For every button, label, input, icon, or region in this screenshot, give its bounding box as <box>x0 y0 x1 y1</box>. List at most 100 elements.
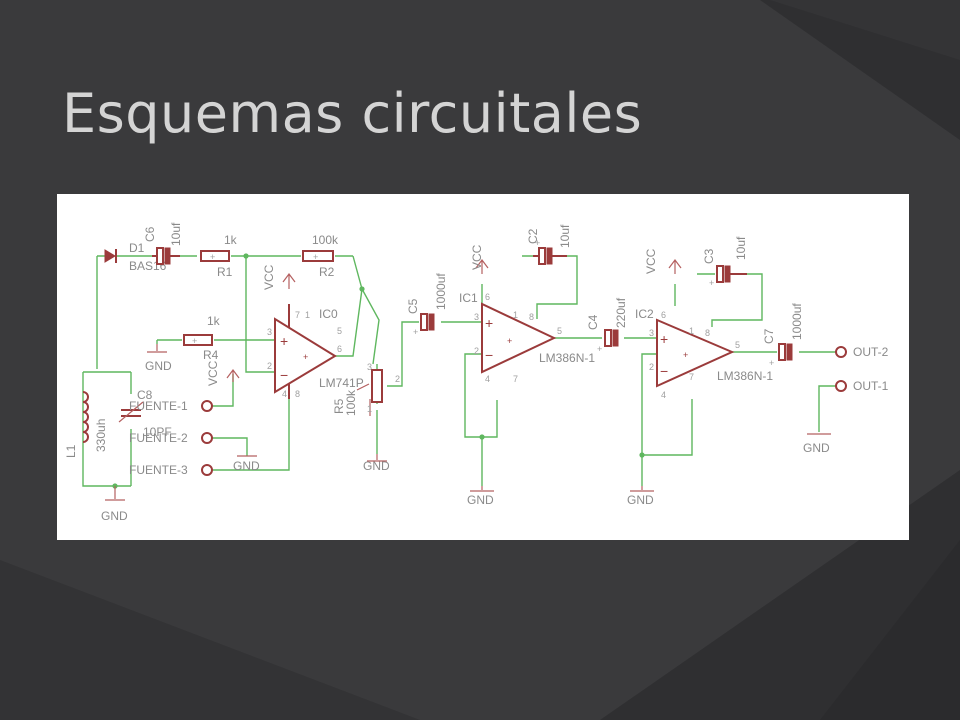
svg-text:LM386N-1: LM386N-1 <box>717 369 773 383</box>
svg-text:1k: 1k <box>224 233 238 247</box>
svg-text:C4: C4 <box>586 314 600 330</box>
svg-text:VCC: VCC <box>262 264 276 290</box>
svg-text:1: 1 <box>305 310 310 320</box>
svg-text:OUT-1: OUT-1 <box>853 379 889 393</box>
svg-text:5: 5 <box>557 326 562 336</box>
svg-text:+: + <box>597 344 602 354</box>
svg-text:R5: R5 <box>332 398 346 414</box>
capacitor-c3: + C3 10uf <box>702 236 748 288</box>
svg-text:GND: GND <box>363 459 390 473</box>
svg-text:2: 2 <box>395 374 400 384</box>
resistor-r4: + 1k R4 <box>183 314 221 362</box>
svg-text:C8: C8 <box>137 388 153 402</box>
svg-text:6: 6 <box>485 292 490 302</box>
svg-text:+: + <box>313 252 318 262</box>
svg-text:C7: C7 <box>762 328 776 344</box>
svg-text:R2: R2 <box>319 265 335 279</box>
connector-fuente-2: FUENTE-2 <box>129 431 213 445</box>
svg-text:1k: 1k <box>207 314 221 328</box>
svg-text:1: 1 <box>367 404 372 414</box>
svg-text:7: 7 <box>689 372 694 382</box>
connector-fuente-1: FUENTE-1 <box>129 399 213 413</box>
wires <box>82 255 837 487</box>
svg-text:+: + <box>683 350 688 360</box>
svg-text:GND: GND <box>467 493 494 507</box>
svg-text:R1: R1 <box>217 265 233 279</box>
gnd-ic2: GND <box>627 486 654 507</box>
svg-text:−: − <box>485 347 493 363</box>
svg-text:1000uf: 1000uf <box>434 273 448 310</box>
svg-text:10uf: 10uf <box>169 222 183 246</box>
gnd-r4: GND <box>145 344 172 373</box>
svg-text:+: + <box>413 327 418 337</box>
svg-text:FUENTE-2: FUENTE-2 <box>129 431 188 445</box>
svg-text:GND: GND <box>627 493 654 507</box>
capacitor-c6: C6 10uf <box>143 222 183 265</box>
svg-text:3: 3 <box>474 312 479 322</box>
svg-text:10PF: 10PF <box>143 425 172 439</box>
svg-text:OUT-2: OUT-2 <box>853 345 889 359</box>
svg-text:FUENTE-3: FUENTE-3 <box>129 463 188 477</box>
svg-text:+: + <box>535 238 540 248</box>
gnd-fuente: GND <box>233 455 260 473</box>
svg-text:8: 8 <box>529 312 534 322</box>
svg-text:L1: L1 <box>64 444 78 458</box>
svg-text:4: 4 <box>485 374 490 384</box>
resistor-r1: + 1k R1 <box>200 233 238 279</box>
capacitor-c4: + C4 220uf <box>586 297 628 354</box>
connector-out-1: OUT-1 <box>835 379 889 393</box>
svg-text:C5: C5 <box>406 298 420 314</box>
svg-text:C6: C6 <box>143 226 157 242</box>
svg-text:+: + <box>709 278 714 288</box>
connector-fuente-3: FUENTE-3 <box>129 463 213 477</box>
svg-text:GND: GND <box>233 459 260 473</box>
resistor-r2: + 100k R2 <box>302 233 339 279</box>
svg-text:+: + <box>210 252 215 262</box>
svg-text:3: 3 <box>367 362 372 372</box>
svg-text:3: 3 <box>649 328 654 338</box>
gnd-r5: GND <box>363 454 390 473</box>
opamp-ic1: + − + IC1 LM386N-1 3 2 4 6 1 8 5 7 <box>459 291 595 384</box>
svg-text:8: 8 <box>295 389 300 399</box>
svg-text:8: 8 <box>705 328 710 338</box>
svg-text:6: 6 <box>661 310 666 320</box>
svg-text:GND: GND <box>101 509 128 523</box>
svg-text:100k: 100k <box>344 389 358 416</box>
svg-text:6: 6 <box>337 344 342 354</box>
capacitor-c8: C8 10PF <box>118 388 172 439</box>
svg-text:LM741P: LM741P <box>319 376 364 390</box>
gnd-out: GND <box>803 433 831 455</box>
svg-text:+: + <box>507 336 512 346</box>
svg-text:IC2: IC2 <box>635 307 654 321</box>
svg-text:+: + <box>485 315 493 331</box>
svg-text:VCC: VCC <box>470 244 484 270</box>
svg-text:VCC: VCC <box>644 248 658 274</box>
svg-text:GND: GND <box>803 441 830 455</box>
svg-text:10uf: 10uf <box>734 236 748 260</box>
svg-text:2: 2 <box>649 362 654 372</box>
gnd-ic1: GND <box>467 486 494 507</box>
svg-text:3: 3 <box>267 327 272 337</box>
svg-text:−: − <box>660 363 668 379</box>
slide-title: Esquemas circuitales <box>62 82 643 145</box>
svg-text:C3: C3 <box>702 248 716 264</box>
opamp-ic0: + − + IC0 LM741P 3 2 4 7 8 5 6 1 <box>267 304 364 399</box>
vcc-fuente: VCC <box>206 360 240 386</box>
capacitor-c7: + C7 1000uf <box>762 303 804 368</box>
svg-text:2: 2 <box>474 346 479 356</box>
svg-text:330uh: 330uh <box>94 419 108 452</box>
svg-text:VCC: VCC <box>206 360 220 386</box>
capacitor-c5: + C5 1000uf <box>406 273 448 337</box>
svg-text:100k: 100k <box>312 233 339 247</box>
svg-text:FUENTE-1: FUENTE-1 <box>129 399 188 413</box>
svg-text:+: + <box>769 358 774 368</box>
svg-text:5: 5 <box>735 340 740 350</box>
svg-text:+: + <box>660 331 668 347</box>
vcc-ic2: VCC <box>644 248 682 274</box>
svg-text:GND: GND <box>145 359 172 373</box>
svg-text:220uf: 220uf <box>614 297 628 328</box>
svg-text:LM386N-1: LM386N-1 <box>539 351 595 365</box>
svg-text:10uf: 10uf <box>558 224 572 248</box>
svg-text:IC1: IC1 <box>459 291 478 305</box>
